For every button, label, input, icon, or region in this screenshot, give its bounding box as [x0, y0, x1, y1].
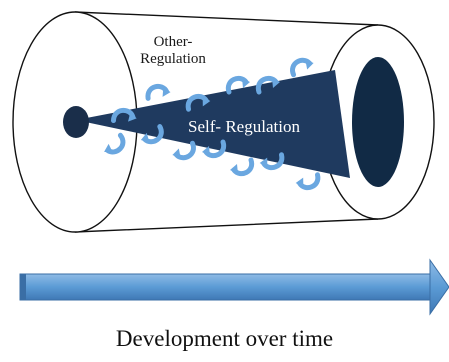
- curved-arrow-icon: [230, 160, 252, 174]
- self-regulation-cone: [76, 70, 350, 178]
- cone-start-dot: [63, 106, 89, 138]
- curved-arrow-icon: [172, 143, 195, 159]
- curved-arrow-icon: [292, 59, 315, 75]
- development-arrow: [19, 258, 449, 316]
- cone-end: [352, 57, 404, 187]
- cylinder-body: [74, 11, 379, 233]
- curved-arrow-icon: [295, 173, 318, 189]
- other-regulation-line2: Regulation: [140, 51, 206, 67]
- curved-arrow-icon: [147, 84, 171, 102]
- development-caption: Development over time: [115, 326, 334, 351]
- other-regulation-line1: Other-: [153, 34, 193, 50]
- arrow-shaft: [19, 273, 431, 301]
- right-arrow-icon: [429, 258, 449, 316]
- other-regulation-label: Other- Regulation: [128, 34, 218, 68]
- self-regulation-label: Self- Regulation: [188, 117, 300, 136]
- arrow-tail-mark: [20, 274, 26, 300]
